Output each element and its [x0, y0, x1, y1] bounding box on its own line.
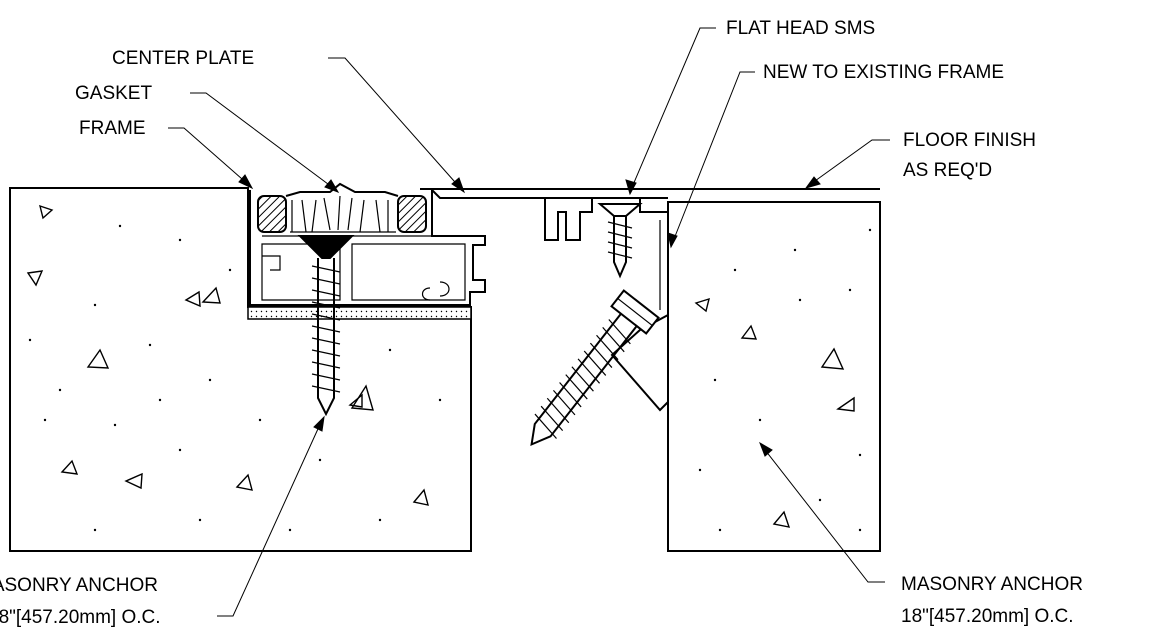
label-new-to-existing-frame: NEW TO EXISTING FRAME — [763, 62, 1004, 83]
label-masonry-anchor-left-line2: 18"[457.20mm] O.C. — [0, 607, 161, 628]
label-flat-head-sms: FLAT HEAD SMS — [726, 18, 875, 39]
leader-right-masonry-anchor — [759, 441, 885, 583]
cover-plate — [431, 189, 668, 241]
label-gasket: GASKET — [75, 83, 152, 104]
left-masonry-anchor — [297, 235, 355, 417]
new-to-existing-frame-angle — [610, 212, 669, 412]
left-concrete-slab — [9, 187, 472, 552]
center-plate — [285, 182, 399, 233]
leader-frame — [168, 127, 254, 190]
frame-extrusion — [249, 190, 486, 306]
label-floor-finish-line2: AS REQ'D — [903, 160, 992, 181]
label-center-plate: CENTER PLATE — [112, 48, 254, 69]
leader-gasket — [190, 92, 340, 193]
concrete-aggregate-marks — [26, 204, 872, 532]
label-floor-finish-line1: FLOOR FINISH — [903, 130, 1036, 151]
right-masonry-anchor — [530, 289, 660, 447]
leader-flat-head-sms — [625, 27, 716, 196]
gasket-seals — [257, 195, 427, 233]
label-masonry-anchor-right-line2: 18"[457.20mm] O.C. — [901, 606, 1074, 627]
label-masonry-anchor-left-line1: MASONRY ANCHOR — [0, 575, 158, 596]
label-masonry-anchor-right-line1: MASONRY ANCHOR — [901, 574, 1083, 595]
right-concrete-slab — [667, 201, 881, 552]
flat-head-sms — [597, 203, 643, 279]
label-frame: FRAME — [79, 118, 146, 139]
leader-center-plate — [328, 57, 465, 194]
setting-bed — [247, 306, 472, 320]
leader-new-to-existing-frame — [667, 71, 755, 249]
leader-left-masonry-anchor — [217, 415, 325, 617]
leader-floor-finish — [804, 139, 890, 189]
